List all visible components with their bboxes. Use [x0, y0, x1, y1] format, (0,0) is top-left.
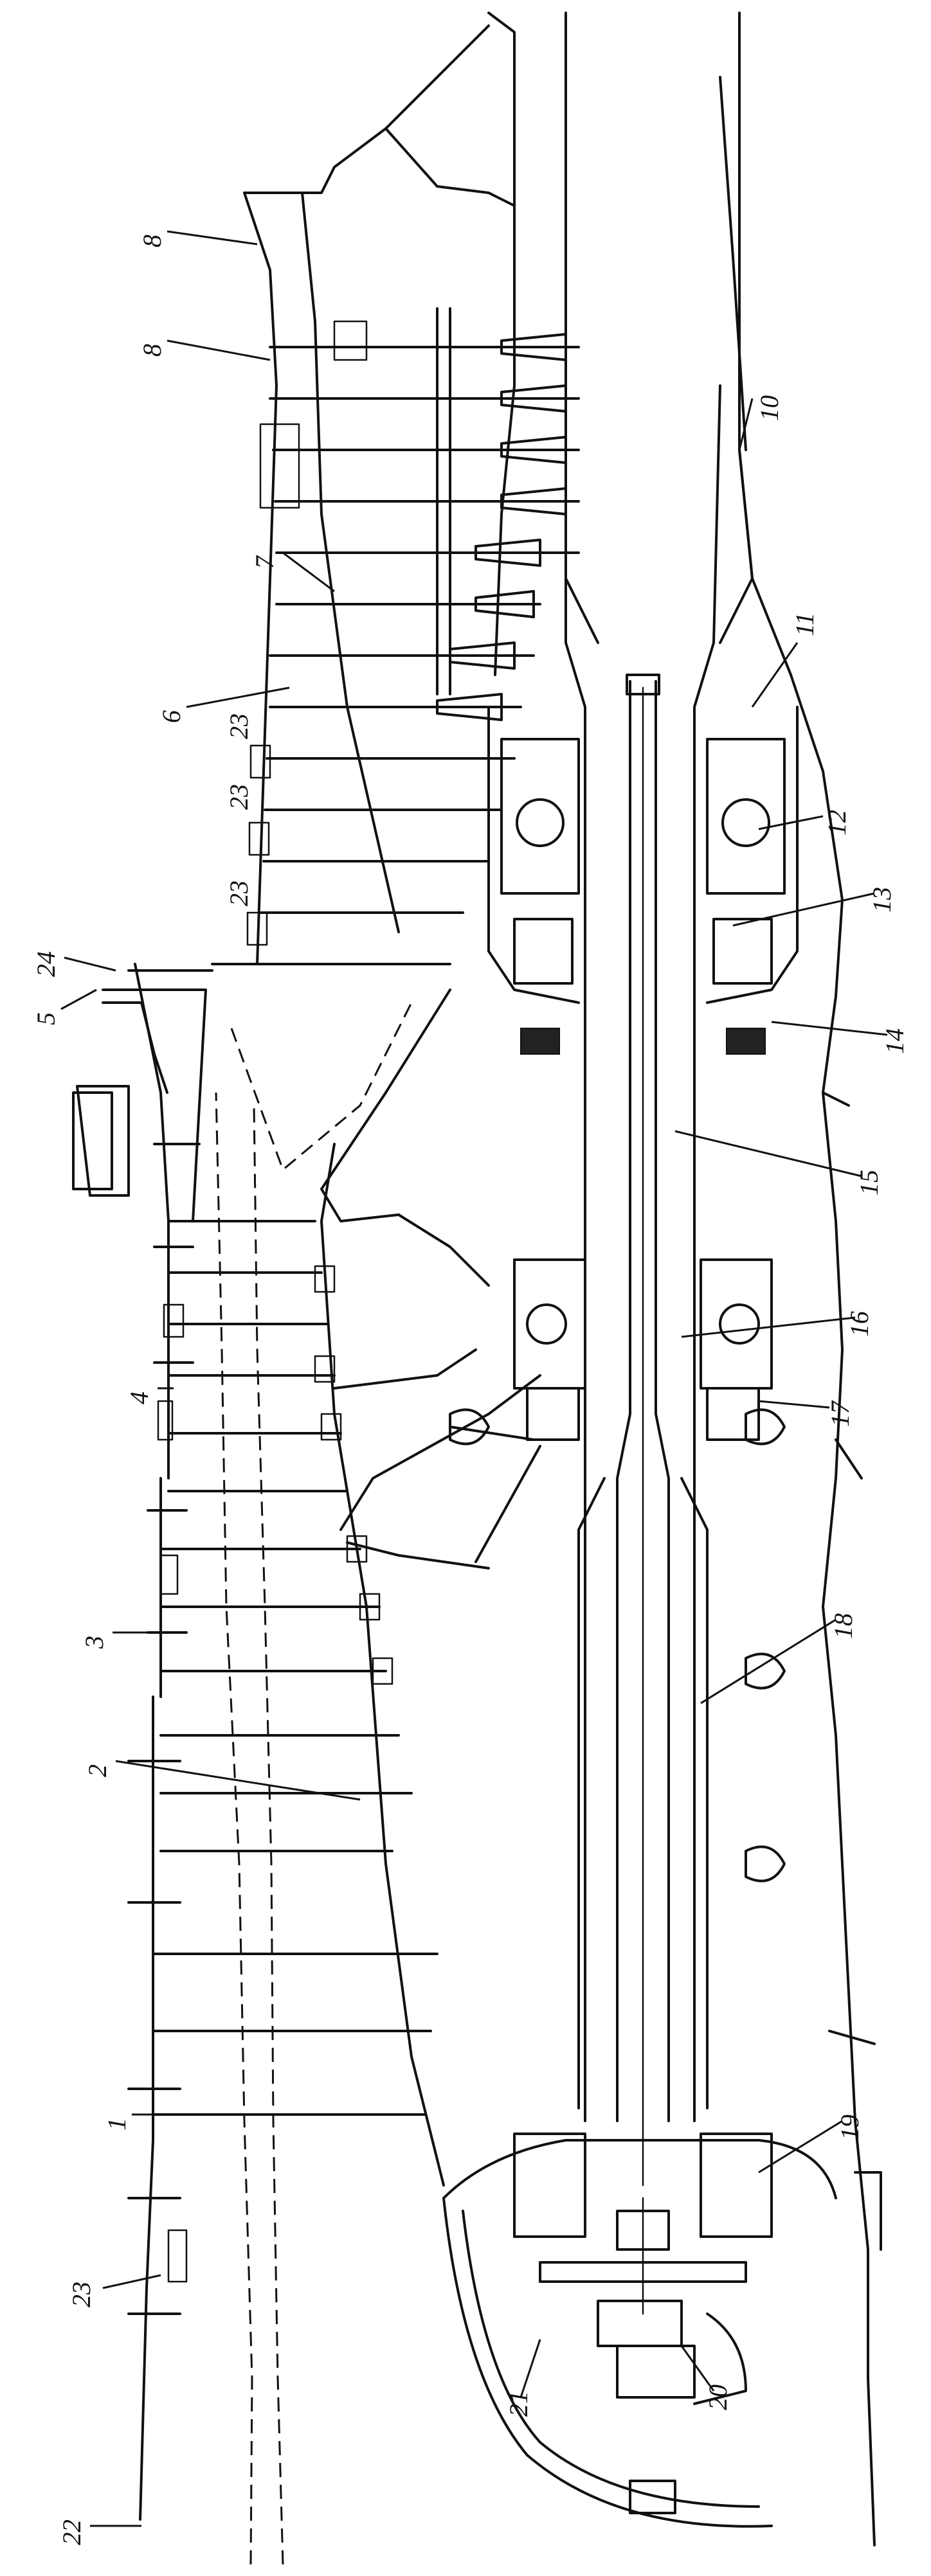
hp-spool-blades [243, 12, 580, 965]
label-23d: 23 [224, 881, 253, 906]
label-23a: 23 [67, 2282, 96, 2307]
label-23c: 23 [224, 784, 253, 810]
compressor-blade-rows [152, 1092, 445, 2565]
label-19: 19 [835, 2115, 864, 2140]
label-23b: 23 [224, 713, 253, 739]
label-12: 12 [822, 810, 851, 836]
label-4: 4 [125, 1391, 154, 1404]
label-21: 21 [504, 2391, 533, 2417]
nacelle-contour [738, 449, 882, 2546]
label-7: 7 [250, 555, 279, 569]
label-8b: 8 [138, 344, 167, 357]
combustor [192, 963, 786, 1883]
main-shaft [565, 12, 754, 2187]
label-8a: 8 [138, 235, 167, 247]
label-6: 6 [157, 710, 186, 723]
label-3: 3 [80, 1636, 109, 1649]
label-22: 22 [57, 2519, 86, 2545]
label-20: 20 [703, 2384, 732, 2410]
callout-labels: 1 2 3 4 5 6 7 8 8 10 11 12 13 [32, 230, 909, 2545]
label-15: 15 [854, 1170, 883, 1195]
label-10: 10 [755, 395, 784, 421]
label-11: 11 [790, 613, 819, 636]
label-18: 18 [829, 1613, 858, 1639]
bearing-housings [487, 706, 799, 2283]
label-13: 13 [867, 887, 896, 913]
label-14: 14 [880, 1028, 909, 1054]
nose-cone [442, 2139, 837, 2528]
outer-casing [72, 963, 213, 2521]
label-17: 17 [826, 1400, 854, 1427]
label-24: 24 [32, 951, 60, 977]
label-5: 5 [32, 1012, 60, 1025]
label-16: 16 [845, 1311, 874, 1337]
label-2: 2 [83, 1764, 112, 1777]
label-1: 1 [102, 2118, 131, 2131]
